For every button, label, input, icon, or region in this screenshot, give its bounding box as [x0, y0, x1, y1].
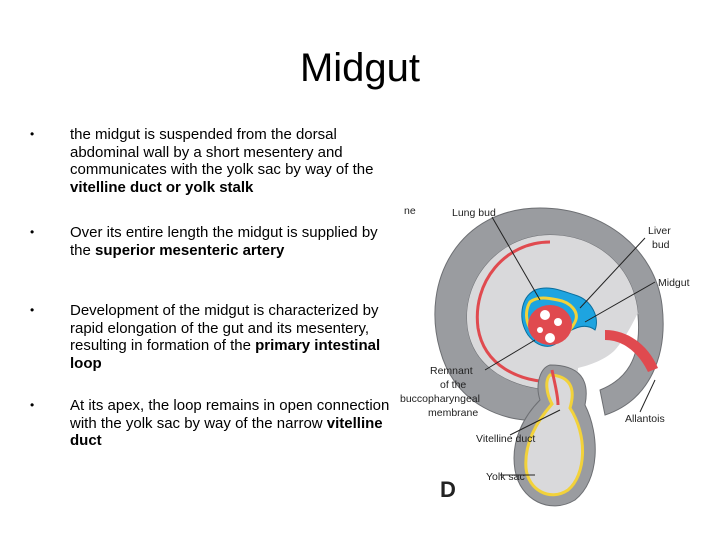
leader-lung-bud	[491, 216, 541, 301]
bullet-text: Over its entire length the midgut is sup…	[70, 224, 378, 259]
mesoderm-lining	[475, 240, 556, 384]
label-vitelline-duct: Vitelline duct	[476, 433, 535, 445]
yolk-sac-inner	[524, 373, 584, 497]
label-allantois: Allantois	[625, 413, 665, 425]
leader-liver-bud	[579, 237, 646, 309]
bullet-bold-term: vitelline duct	[70, 414, 383, 450]
bullet-bold-term: primary intestinal loop	[70, 337, 381, 372]
label-remnant-line4: membrane	[428, 407, 478, 419]
bullet-text: At its apex, the loop remains in open co…	[70, 397, 390, 432]
bullet-item-4: • At its apex, the loop remains in open …	[30, 397, 390, 450]
heart-region	[528, 305, 572, 345]
leader-allantois	[639, 379, 656, 413]
label-remnant-line1: Remnant	[430, 365, 473, 377]
leader-remnant	[484, 339, 536, 371]
label-remnant-line2: of the	[440, 379, 466, 391]
bullet-item-2: • Over its entire length the midgut is s…	[30, 224, 390, 259]
label-panel-letter: D	[440, 477, 456, 502]
slide-title: Midgut	[299, 46, 421, 90]
bullet-dot: •	[30, 127, 35, 141]
bullet-text: Development of the midgut is characteriz…	[70, 302, 379, 354]
label-liver-bud-line2: bud	[652, 239, 670, 251]
label-corner-fragment: ne	[404, 205, 416, 217]
bullet-dot: •	[30, 303, 35, 317]
label-yolk-sac: Yolk sac	[486, 471, 525, 483]
bullet-item-3: • Development of the midgut is character…	[30, 302, 390, 372]
bullet-text: the midgut is suspended from the dorsal …	[70, 126, 374, 178]
label-remnant-line3: buccopharyngeal	[400, 393, 480, 405]
bullet-dot: •	[30, 225, 35, 239]
label-midgut: Midgut	[658, 277, 690, 289]
leader-vitelline-duct	[509, 409, 561, 436]
bullet-item-1: • the midgut is suspended from the dorsa…	[30, 126, 390, 196]
bullet-dot: •	[30, 398, 35, 412]
bullet-bold-term: vitelline duct or yolk stalk	[70, 178, 254, 196]
leader-midgut	[584, 281, 656, 323]
label-liver-bud-line1: Liver	[648, 225, 671, 237]
allantois-spur	[605, 330, 658, 372]
bullet-bold-term: superior mesenteric artery	[95, 241, 285, 259]
label-lung-bud: Lung bud	[452, 207, 496, 219]
embryo-sagittal-diagram: ne Lung bud Liver bud Midgut Remnant of …	[400, 205, 690, 507]
vitelline-duct	[550, 369, 560, 406]
